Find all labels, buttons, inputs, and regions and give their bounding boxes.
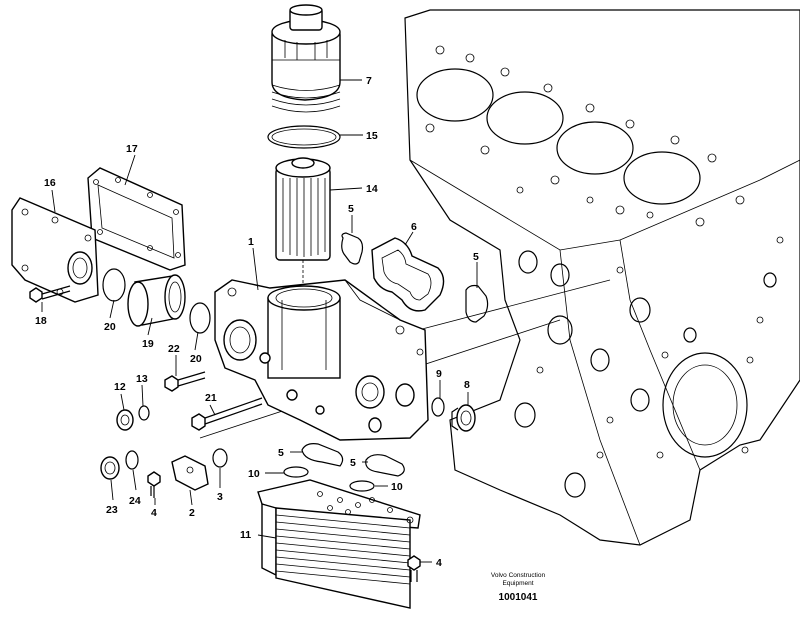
brand-line-2: Equipment xyxy=(502,580,534,587)
callout-10b: 10 xyxy=(391,481,403,493)
washer-24 xyxy=(125,450,139,470)
callout-5b: 5 xyxy=(473,251,479,263)
leader-lines xyxy=(41,79,478,563)
gasket-6 xyxy=(371,237,445,312)
callout-20a: 20 xyxy=(104,321,116,333)
callout-5c: 5 xyxy=(278,447,284,459)
oil-filter-cover xyxy=(271,4,341,113)
callout-13: 13 xyxy=(136,373,148,385)
washer-13 xyxy=(138,405,150,421)
callout-5d: 5 xyxy=(350,457,356,469)
callout-12: 12 xyxy=(114,381,126,393)
callout-3: 3 xyxy=(217,491,223,503)
callout-9: 9 xyxy=(436,368,442,380)
seal-5b xyxy=(465,284,489,323)
callout-19: 19 xyxy=(142,338,154,350)
plug-12 xyxy=(116,409,134,431)
oil-cooler xyxy=(257,479,421,609)
filter-housing xyxy=(214,279,429,441)
callout-20b: 20 xyxy=(190,353,202,365)
callout-16: 16 xyxy=(44,177,56,189)
o-ring-15 xyxy=(267,125,341,149)
callout-2: 2 xyxy=(189,507,195,519)
callout-10a: 10 xyxy=(248,468,260,480)
callout-11: 11 xyxy=(240,529,251,541)
callout-4b: 4 xyxy=(436,557,442,569)
callout-15: 15 xyxy=(366,130,378,142)
callout-14: 14 xyxy=(366,183,378,195)
gasket-17 xyxy=(87,167,186,271)
callout-24: 24 xyxy=(129,495,141,507)
callout-1: 1 xyxy=(248,236,254,248)
callout-labels: 7 15 14 17 16 1 5 6 5 18 20 19 20 22 12 … xyxy=(35,75,479,569)
sleeve-19 xyxy=(127,274,186,327)
washer-9 xyxy=(431,397,445,417)
callout-21: 21 xyxy=(205,392,217,404)
plug-23 xyxy=(100,456,120,480)
callout-4a: 4 xyxy=(151,507,157,519)
seal-5c xyxy=(301,443,344,467)
callout-22: 22 xyxy=(168,343,180,355)
seal-10b xyxy=(349,480,375,492)
callout-7: 7 xyxy=(366,75,372,87)
bolt-4a xyxy=(147,471,161,498)
bolt-4b xyxy=(407,555,421,582)
seal-5a xyxy=(341,232,364,265)
callout-5a: 5 xyxy=(348,203,354,215)
bolt-21 xyxy=(191,397,263,431)
bolt-18 xyxy=(29,285,71,303)
seal-5d xyxy=(365,454,405,477)
o-ring-3 xyxy=(212,448,228,468)
document-number: 1001041 xyxy=(498,592,538,603)
brand-line-1: Volvo Construction xyxy=(490,572,546,579)
callout-8: 8 xyxy=(464,379,470,391)
filter-element xyxy=(275,157,331,261)
engine-block xyxy=(404,9,800,546)
callout-18: 18 xyxy=(35,315,47,327)
seal-10a xyxy=(283,466,309,478)
brand-caption: Volvo Construction Equipment xyxy=(470,572,566,588)
callout-23: 23 xyxy=(106,504,118,516)
o-ring-20b xyxy=(189,302,211,334)
cover-16 xyxy=(11,197,99,303)
plug-8 xyxy=(451,404,476,432)
o-ring-20a xyxy=(102,268,126,302)
callout-6: 6 xyxy=(411,221,417,233)
callout-17: 17 xyxy=(126,143,138,155)
bolt-22 xyxy=(164,371,206,392)
